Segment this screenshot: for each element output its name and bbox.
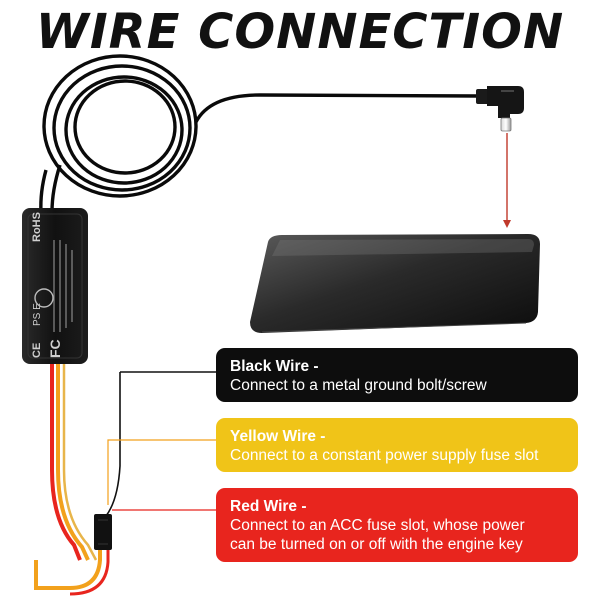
yellow-wire-text: Connect to a constant power supply fuse … <box>230 447 539 464</box>
coiled-cable <box>39 54 479 213</box>
yellow-wire-box: Yellow Wire - Connect to a constant powe… <box>216 418 578 472</box>
rohs-label: RoHS <box>31 212 43 242</box>
red-wire-text-line-2: can be turned on or off with the engine … <box>230 536 523 553</box>
wire-bundle <box>34 364 121 596</box>
mirror-dashcam <box>250 234 540 333</box>
usb-c-plug <box>476 86 524 132</box>
ce-mark: CE <box>31 343 43 358</box>
yellow-lead <box>107 439 216 505</box>
ps-mark: PS E <box>32 303 43 326</box>
red-wire-heading: Red Wire - <box>230 498 307 515</box>
black-wire-heading: Black Wire - <box>230 358 319 375</box>
page-title: WIRE CONNECTION <box>35 4 565 60</box>
black-wire-box: Black Wire - Connect to a metal ground b… <box>216 348 578 402</box>
red-wire-box: Red Wire - Connect to an ACC fuse slot, … <box>216 488 578 562</box>
arrow-down-icon <box>503 133 511 228</box>
black-wire-text: Connect to a metal ground bolt/screw <box>230 377 487 394</box>
converter-box: RoHS PS E CE FC <box>22 208 88 364</box>
red-wire-text-line-1: Connect to an ACC fuse slot, whose power <box>230 517 525 534</box>
fuse-connector <box>94 514 112 550</box>
fcc-mark: FC <box>47 339 63 358</box>
yellow-wire-heading: Yellow Wire - <box>230 428 326 445</box>
